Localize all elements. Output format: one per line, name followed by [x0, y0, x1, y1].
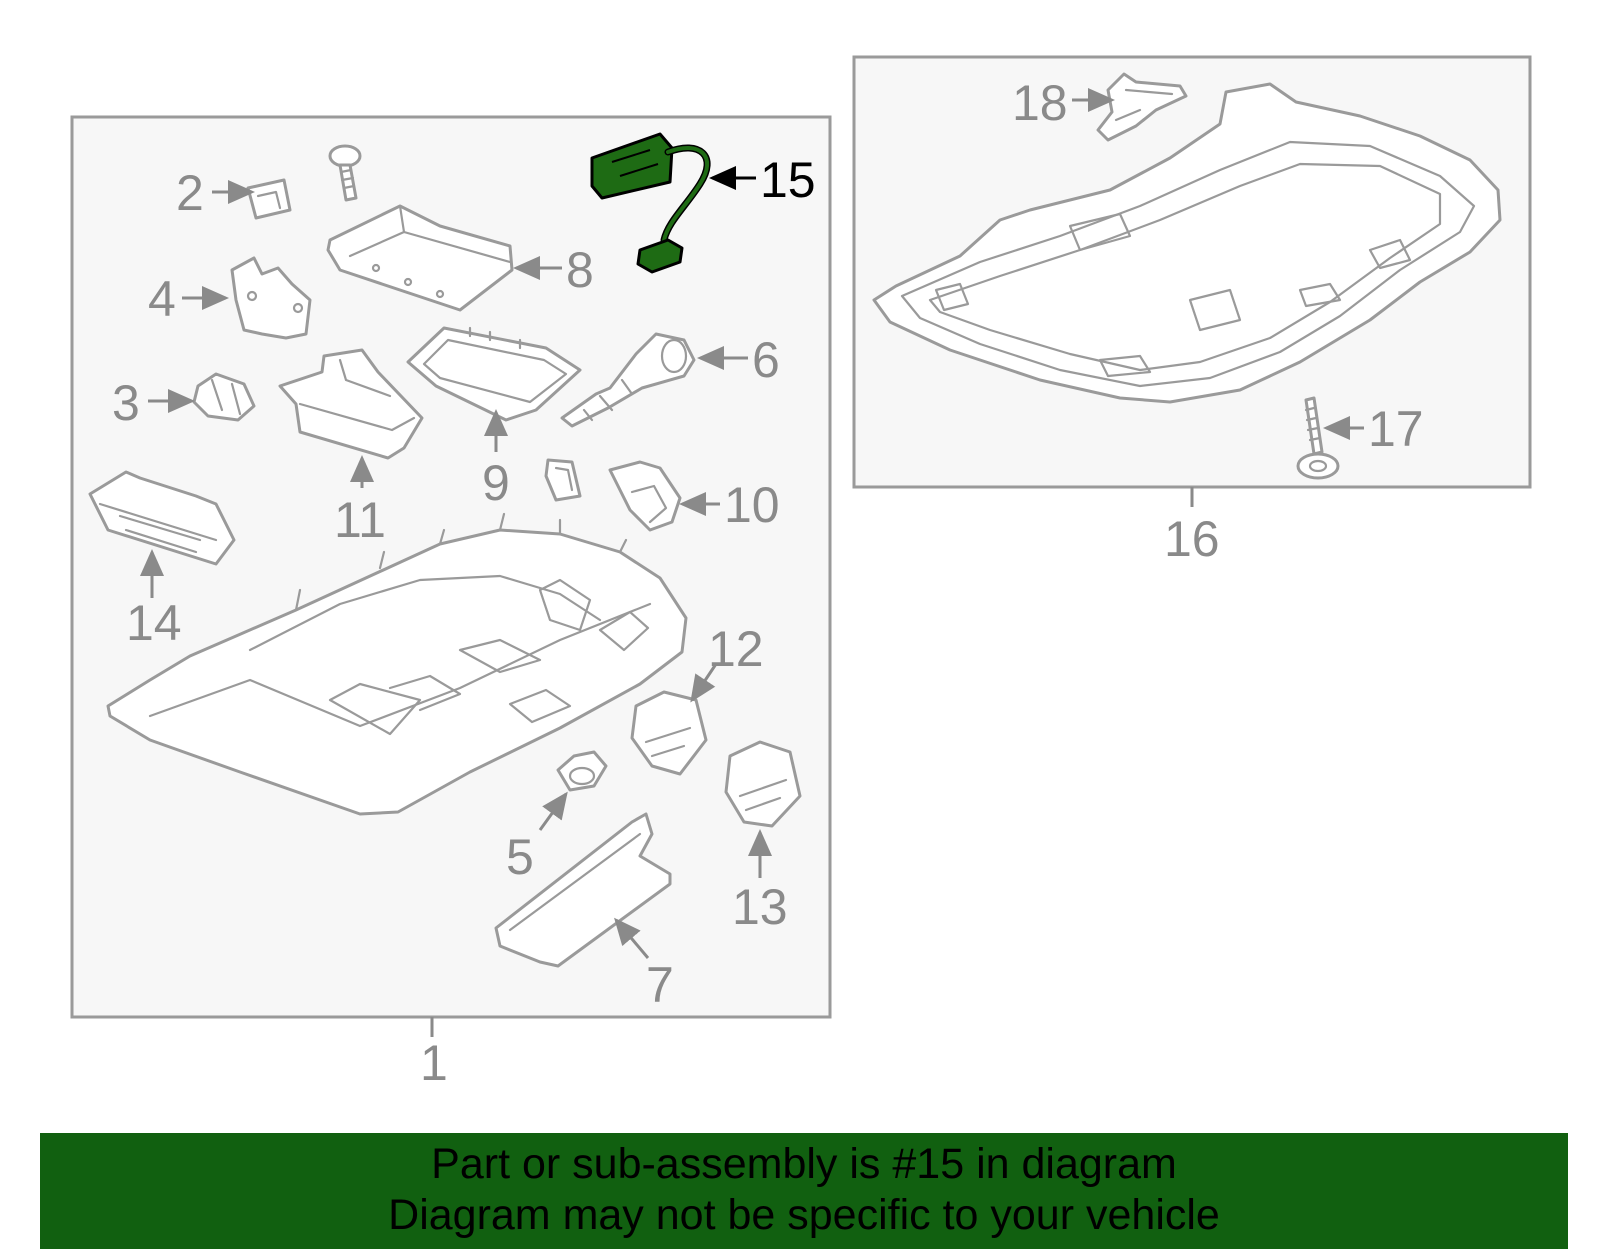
banner-line-1: Part or sub-assembly is #15 in diagram: [431, 1140, 1177, 1188]
callout-18: 18: [1012, 75, 1068, 131]
part-14-maplight: [88, 470, 236, 566]
callout-15: 15: [760, 152, 816, 208]
callout-14: 14: [126, 595, 182, 651]
callout-11: 11: [334, 492, 386, 548]
callout-9: 9: [482, 455, 510, 511]
part-18-clip: [1096, 72, 1188, 142]
callout-4: 4: [148, 271, 176, 327]
part-10-lens: [608, 460, 682, 532]
screw-top: [328, 144, 362, 202]
part-3-housing: [192, 372, 256, 422]
callout-17: 17: [1368, 401, 1424, 457]
part-9-tray: [406, 326, 582, 422]
part-12-switch: [630, 690, 708, 776]
callout-10: 10: [724, 477, 780, 533]
info-banner: Part or sub-assembly is #15 in diagram D…: [40, 1133, 1568, 1249]
callout-8: 8: [566, 242, 594, 298]
part-7-cover: [494, 812, 672, 968]
part-5-bulb: [556, 750, 608, 792]
callout-2: 2: [176, 165, 204, 221]
callout-1: 1: [420, 1035, 448, 1091]
callout-3: 3: [112, 375, 140, 431]
part-4-mount: [230, 256, 312, 340]
part-2-clip: [246, 178, 292, 220]
part-8-bracket: [326, 204, 514, 312]
arrow-12: [690, 663, 718, 703]
clip-small: [544, 458, 582, 502]
part-13-switch: [724, 740, 802, 828]
callout-16: 16: [1164, 511, 1220, 567]
part-6-switch: [560, 332, 696, 428]
callout-5: 5: [506, 829, 534, 885]
callout-6: 6: [752, 332, 780, 388]
callout-7: 7: [646, 957, 674, 1013]
part-16-frame: [872, 82, 1502, 404]
banner-line-2: Diagram may not be specific to your vehi…: [388, 1191, 1220, 1239]
callout-12: 12: [708, 621, 764, 677]
arrow-7: [614, 917, 650, 959]
part-17-screw: [1296, 396, 1340, 480]
part-11-lamp: [278, 348, 424, 460]
callout-13: 13: [732, 879, 788, 935]
part-1-console: [106, 512, 688, 816]
arrow-5: [538, 791, 568, 831]
part-15-harness: [590, 132, 711, 274]
